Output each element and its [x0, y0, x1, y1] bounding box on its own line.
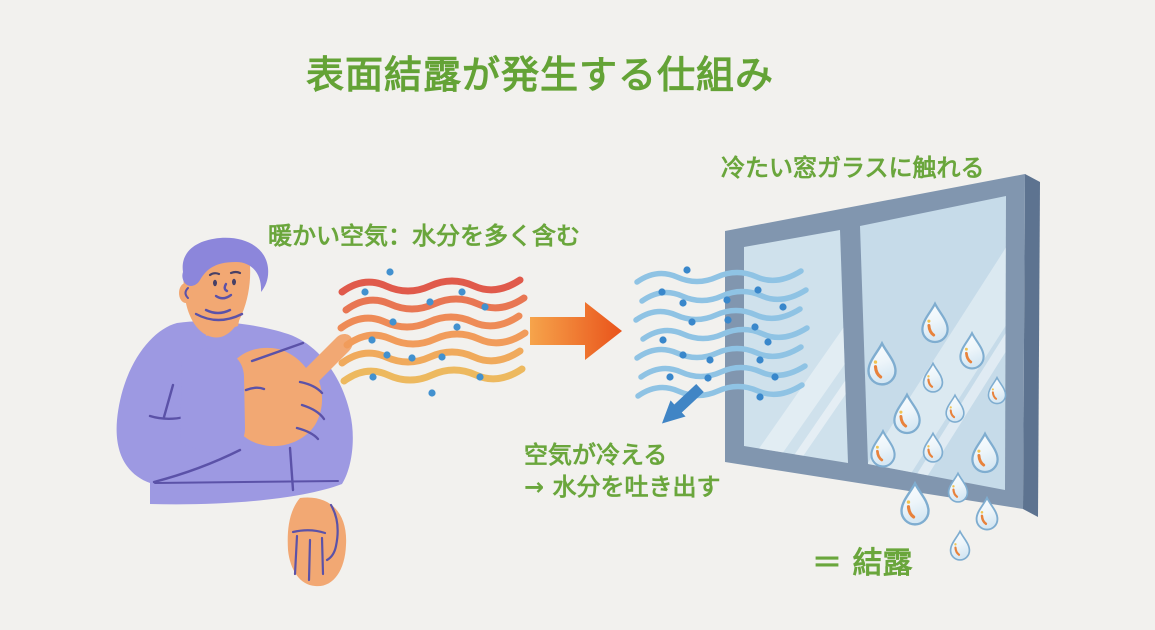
label-air-cools: 空気が冷える → 水分を吐き出す	[524, 439, 720, 503]
window-illustration	[725, 174, 1040, 517]
window-frame-depth	[1023, 174, 1040, 517]
window-pane-left	[744, 230, 848, 463]
warm-air-waves	[341, 280, 525, 381]
label-cold-glass: 冷たい窓ガラスに触れる	[721, 154, 985, 182]
glass-reflection-left	[746, 279, 848, 463]
label-air-cools-line1: 空気が冷える	[524, 441, 668, 469]
page-title: 表面結露が発生する仕組み	[305, 53, 774, 97]
person-illustration	[116, 237, 353, 587]
cooling-arrow-icon	[661, 383, 704, 424]
warm-moisture-dots	[361, 268, 489, 397]
person-hanging-hand	[287, 497, 347, 587]
person-sleeve-cuff	[180, 348, 245, 453]
flow-arrow-icon	[530, 302, 622, 360]
hand-details	[244, 341, 326, 441]
label-warm-air: 暖かい空気：水分を多く含む	[268, 222, 580, 250]
person-pointing-hand	[223, 334, 353, 447]
person-hair	[182, 237, 269, 292]
cool-moisture-dots	[658, 266, 787, 401]
person-face-details	[208, 270, 242, 277]
label-equals-condensation: ＝ 結露	[812, 546, 913, 581]
label-air-cools-line2: → 水分を吐き出す	[524, 473, 721, 501]
